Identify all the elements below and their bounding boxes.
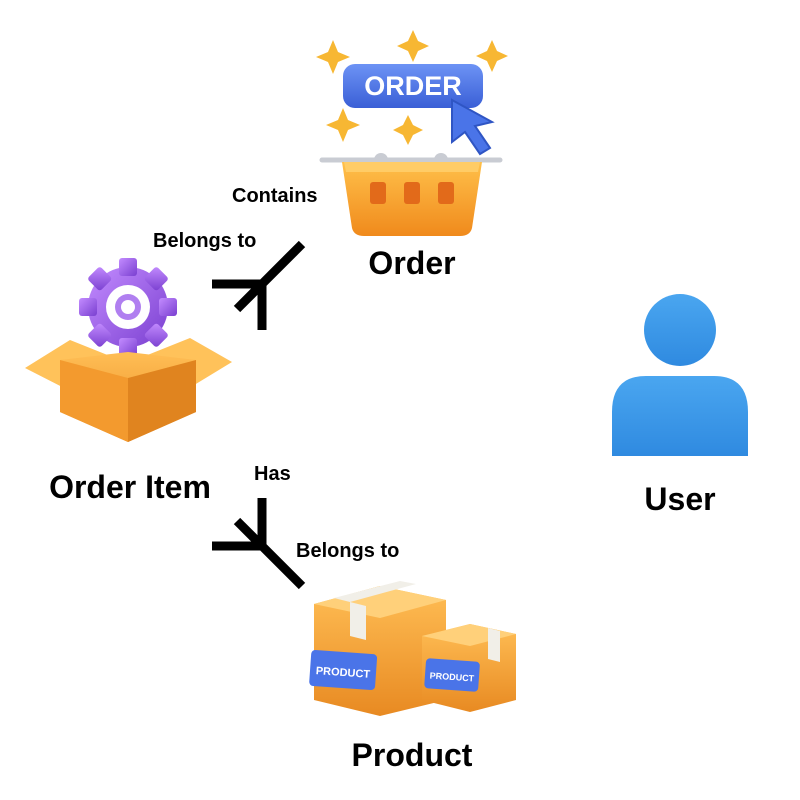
open-box-gear-icon — [25, 258, 232, 442]
relationship-label-has: Has — [254, 463, 291, 485]
relationship-label-belongs-to-product: Belongs to — [296, 540, 399, 562]
product-entity: PRODUCT PRODUCT Product — [309, 581, 516, 773]
order-item-label: Order Item — [49, 469, 211, 505]
product-label: Product — [352, 737, 473, 773]
order-entity: ORDER Order — [316, 30, 508, 281]
crows-foot-symbol — [212, 240, 306, 330]
product-boxes-icon: PRODUCT PRODUCT — [309, 581, 516, 716]
relationship-order-orderitem: Contains Belongs to — [153, 185, 318, 330]
order-badge-text: ORDER — [364, 71, 462, 101]
product-tag-text: PRODUCT — [315, 665, 370, 681]
user-label: User — [644, 481, 715, 517]
order-label: Order — [368, 245, 455, 281]
relationship-label-belongs-to-order: Belongs to — [153, 230, 256, 252]
shopping-basket-icon: ORDER — [316, 30, 508, 236]
relationship-orderitem-product: Has Belongs to — [212, 463, 399, 590]
sparkle-icon — [316, 30, 508, 145]
user-icon — [612, 294, 748, 456]
crows-foot-symbol — [212, 498, 306, 590]
gear-icon — [79, 258, 177, 356]
order-badge — [343, 64, 483, 108]
relationship-label-contains: Contains — [232, 185, 318, 207]
user-entity: User — [612, 294, 748, 517]
product-tag-text-small: PRODUCT — [429, 670, 475, 683]
cursor-icon — [451, 98, 495, 156]
order-item-entity: Order Item — [25, 258, 232, 505]
